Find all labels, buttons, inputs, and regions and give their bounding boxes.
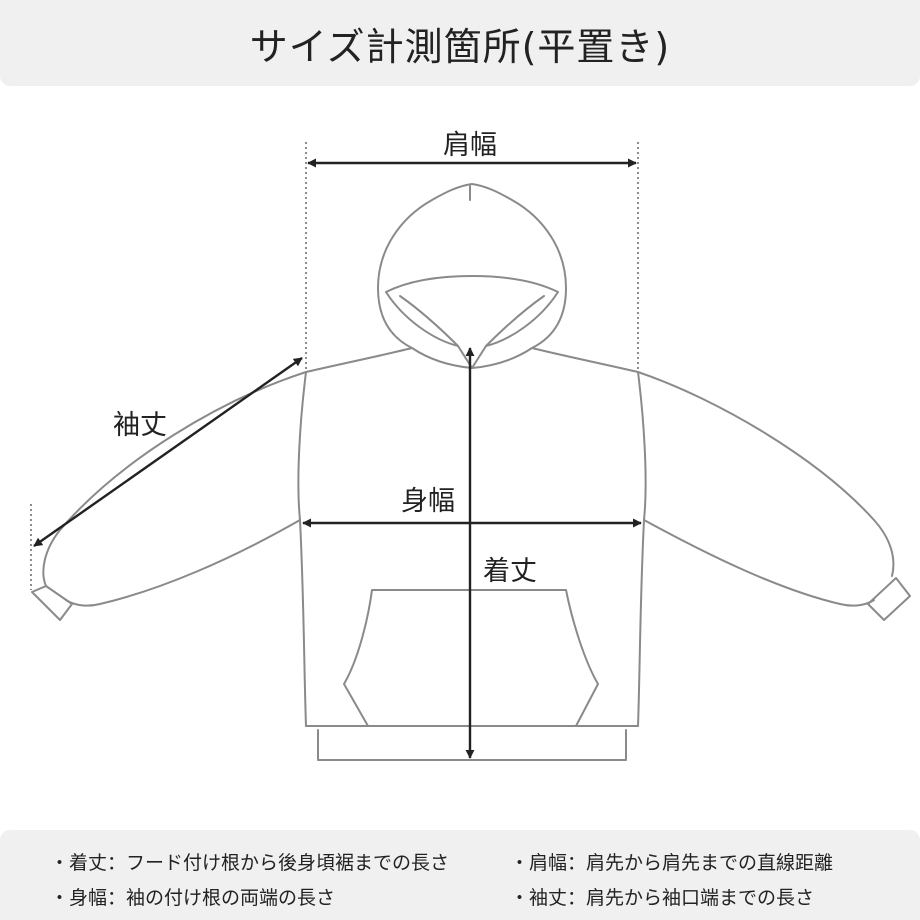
legend-item-sleeve: ・袖丈：肩先から袖口端までの長さ xyxy=(510,887,815,909)
hood-inner xyxy=(385,275,559,369)
legend-item-length: ・着丈：フード付け根から後身頃裾までの長さ xyxy=(50,852,450,874)
legend-item-body-width: ・身幅：袖の付け根の両端の長さ xyxy=(50,887,336,909)
left-cuff xyxy=(31,585,73,621)
hood-outer xyxy=(377,183,567,349)
right-sleeve-top xyxy=(637,371,895,577)
measurement-arrows xyxy=(33,158,642,759)
hood-inner-fold xyxy=(399,295,459,347)
measurement-legend: ・着丈：フード付け根から後身頃裾までの長さ ・肩幅：肩先から肩先までの直線距離 … xyxy=(0,830,920,920)
shoulder-label: 肩幅 xyxy=(443,130,497,161)
right-sleeve-bottom xyxy=(643,519,875,607)
pocket xyxy=(343,589,599,727)
body-left xyxy=(297,347,413,727)
hem-band xyxy=(317,729,627,761)
body-width-label: 身幅 xyxy=(401,486,455,517)
length-label: 着丈 xyxy=(483,556,537,587)
body-right xyxy=(531,347,647,727)
sleeve-arrow xyxy=(33,357,303,547)
collar xyxy=(411,347,533,369)
hood-inner-fold-right xyxy=(485,295,545,347)
legend-item-shoulder: ・肩幅：肩先から肩先までの直線距離 xyxy=(510,852,834,874)
title-bar: サイズ計測箇所(平置き) xyxy=(0,0,920,86)
left-sleeve-top xyxy=(42,371,307,587)
sleeve-label: 袖丈 xyxy=(113,410,167,441)
left-sleeve-bottom xyxy=(65,519,301,607)
page-title: サイズ計測箇所(平置き) xyxy=(249,24,671,69)
guide-lines xyxy=(30,142,639,590)
right-cuff xyxy=(867,577,911,621)
